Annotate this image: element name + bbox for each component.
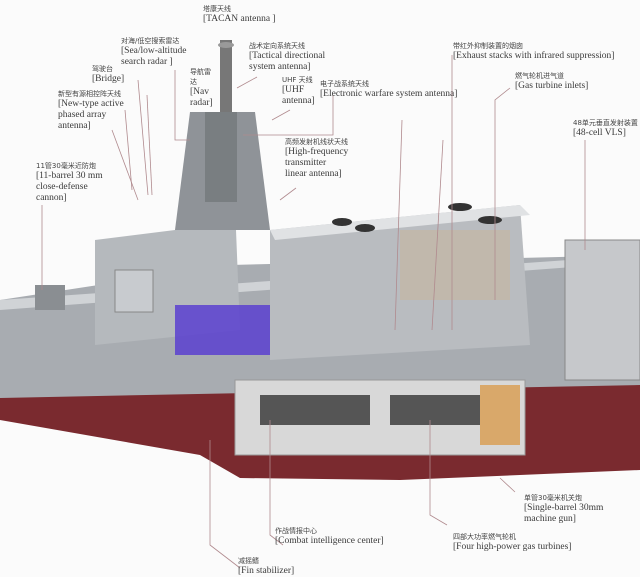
label-en: [New-type active phased array antenna] xyxy=(58,99,124,131)
label-en: [Sea/low-altitude search radar ] xyxy=(121,46,187,67)
label-cn: 四部大功率燃气轮机 xyxy=(453,533,516,541)
label-gas-turbine-inlets: 燃气轮机进气道[Gas turbine inlets] xyxy=(515,71,588,92)
label-cn: 燃气轮机进气道 xyxy=(515,72,564,80)
label-cn: 新型有源相控阵天线 xyxy=(58,90,121,98)
label-en: [Fin stabilizer] xyxy=(238,566,295,576)
label-en: [UHF antenna] xyxy=(282,85,315,106)
label-en: [Exhaust stacks with infrared suppressio… xyxy=(453,51,615,61)
label-cn: 对海/低空搜索雷达 xyxy=(121,37,180,45)
label-cn: 减摇鳍 xyxy=(238,557,259,565)
label-cn: 高频发射机线状天线 xyxy=(285,138,348,146)
label-en: [Four high-power gas turbines] xyxy=(453,542,572,552)
label-gas-turbines: 四部大功率燃气轮机[Four high-power gas turbines] xyxy=(453,532,571,553)
combat-intelligence-center xyxy=(175,305,280,355)
label-nav-radar: 导航雷 达[Nav radar] xyxy=(190,67,213,109)
ciws-mount xyxy=(35,285,65,310)
label-tactical-antenna: 战术定向系统天线[Tactical directional system ant… xyxy=(249,41,325,73)
label-en: [Tactical directional system antenna] xyxy=(249,51,326,72)
label-fin-stabilizer: 减摇鳍[Fin stabilizer] xyxy=(238,556,294,577)
label-phased-array: 新型有源相控阵天线[New-type active phased array a… xyxy=(58,89,124,132)
label-uhf-antenna: UHF 天线[UHF antenna] xyxy=(282,75,315,107)
label-cn: 驾驶台 xyxy=(92,65,113,73)
label-bridge: 驾驶台[Bridge] xyxy=(92,64,124,85)
label-en: [Combat intelligence center] xyxy=(275,536,384,546)
label-cn: 电子战系统天线 xyxy=(320,80,369,88)
leader-lines xyxy=(41,55,586,569)
phased-array-panel xyxy=(114,269,154,313)
label-cn: 战术定向系统天线 xyxy=(249,42,305,50)
label-en: [11-barrel 30 mm close-defense cannon] xyxy=(36,171,103,203)
exhaust-stack-grille xyxy=(400,230,510,300)
label-en: [High-frequency transmitter linear anten… xyxy=(285,147,349,179)
label-en: [Single-barrel 30mm machine gun] xyxy=(524,503,604,524)
label-cn: 48单元垂直发射装置 xyxy=(573,119,638,127)
label-en: [Nav radar] xyxy=(190,87,213,108)
label-cn: 塔康天线 xyxy=(203,5,231,13)
label-cn: UHF 天线 xyxy=(282,76,313,84)
label-vls: 48单元垂直发射装置[48-cell VLS] xyxy=(573,118,638,139)
label-hf-antenna: 高频发射机线状天线[High-frequency transmitter lin… xyxy=(285,137,348,180)
label-cic: 作战情报中心[Combat intelligence center] xyxy=(275,526,384,547)
label-cn: 11管30毫米近防炮 xyxy=(36,162,96,170)
vls xyxy=(564,239,640,381)
label-machine-gun: 单管30毫米机关炮[Single-barrel 30mm machine gun… xyxy=(524,493,603,525)
label-ciws: 11管30毫米近防炮[11-barrel 30 mm close-defense… xyxy=(36,161,103,204)
label-en: [Bridge] xyxy=(92,74,125,84)
label-tacan-antenna: 塔康天线[TACAN antenna ] xyxy=(203,4,276,25)
label-en: [TACAN antenna ] xyxy=(203,14,276,24)
label-en: [Electronic warfare system antenna] xyxy=(320,89,458,99)
label-cn: 带红外抑制装置的烟囱 xyxy=(453,42,523,50)
label-en: [48-cell VLS] xyxy=(573,128,626,138)
label-cn: 导航雷 达 xyxy=(190,68,211,86)
label-sea-radar: 对海/低空搜索雷达[Sea/low-altitude search radar … xyxy=(121,36,186,68)
label-exhaust-stacks: 带红外抑制装置的烟囱[Exhaust stacks with infrared … xyxy=(453,41,614,62)
label-en: [Gas turbine inlets] xyxy=(515,81,589,91)
label-cn: 作战情报中心 xyxy=(275,527,317,535)
label-cn: 单管30毫米机关炮 xyxy=(524,494,582,502)
label-ew-antenna: 电子战系统天线[Electronic warfare system antenn… xyxy=(320,79,457,100)
